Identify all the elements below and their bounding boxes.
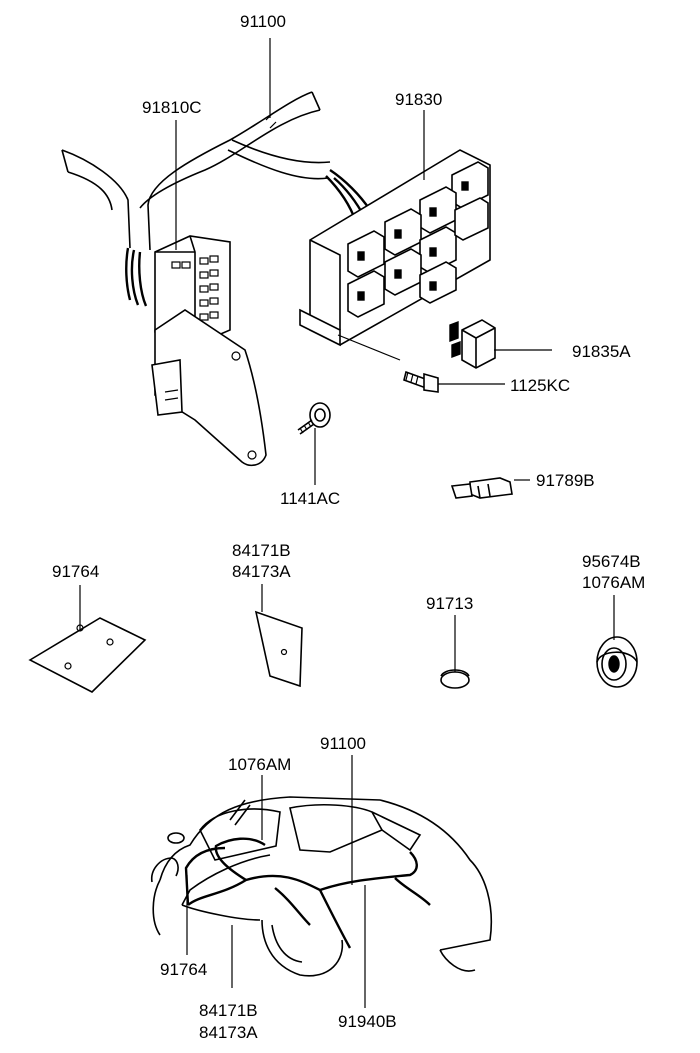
screw xyxy=(297,402,331,435)
label-car-harness2: 91940B xyxy=(338,1012,397,1031)
label-grommet-line1: 95674B xyxy=(582,552,641,571)
label-car-harness: 91100 xyxy=(320,734,366,753)
label-car-cover-line1: 84171B xyxy=(199,1001,258,1020)
label-grommet-line2: 1076AM xyxy=(582,573,645,592)
car-illustration xyxy=(150,796,493,977)
relay-box xyxy=(299,149,491,347)
label-screw: 1141AC xyxy=(280,489,340,508)
label-car-grommet: 1076AM xyxy=(228,755,291,774)
label-harness-top: 91100 xyxy=(240,12,286,31)
label-plug: 91713 xyxy=(426,594,473,613)
label-fuse: 91789B xyxy=(536,471,595,490)
cover-plate xyxy=(254,610,303,688)
label-cover-line1: 84171B xyxy=(232,541,291,560)
relay-part xyxy=(449,319,496,369)
bolt xyxy=(403,370,439,393)
leader-lines xyxy=(79,38,615,1008)
label-connector: 91810C xyxy=(142,98,202,117)
label-bolt: 1125KC xyxy=(510,376,570,395)
label-relay-box: 91830 xyxy=(395,90,442,109)
mounting-bracket xyxy=(151,309,267,467)
fuse xyxy=(450,477,513,499)
plug xyxy=(440,669,470,689)
label-car-cover-line2: 84173A xyxy=(199,1023,258,1042)
label-pad-plate: 91764 xyxy=(52,562,99,581)
label-cover-line2: 84173A xyxy=(232,562,291,581)
label-car-pad: 91764 xyxy=(160,960,207,979)
label-relay: 91835A xyxy=(572,342,631,361)
pad-plate xyxy=(28,617,147,693)
grommet xyxy=(596,636,638,688)
